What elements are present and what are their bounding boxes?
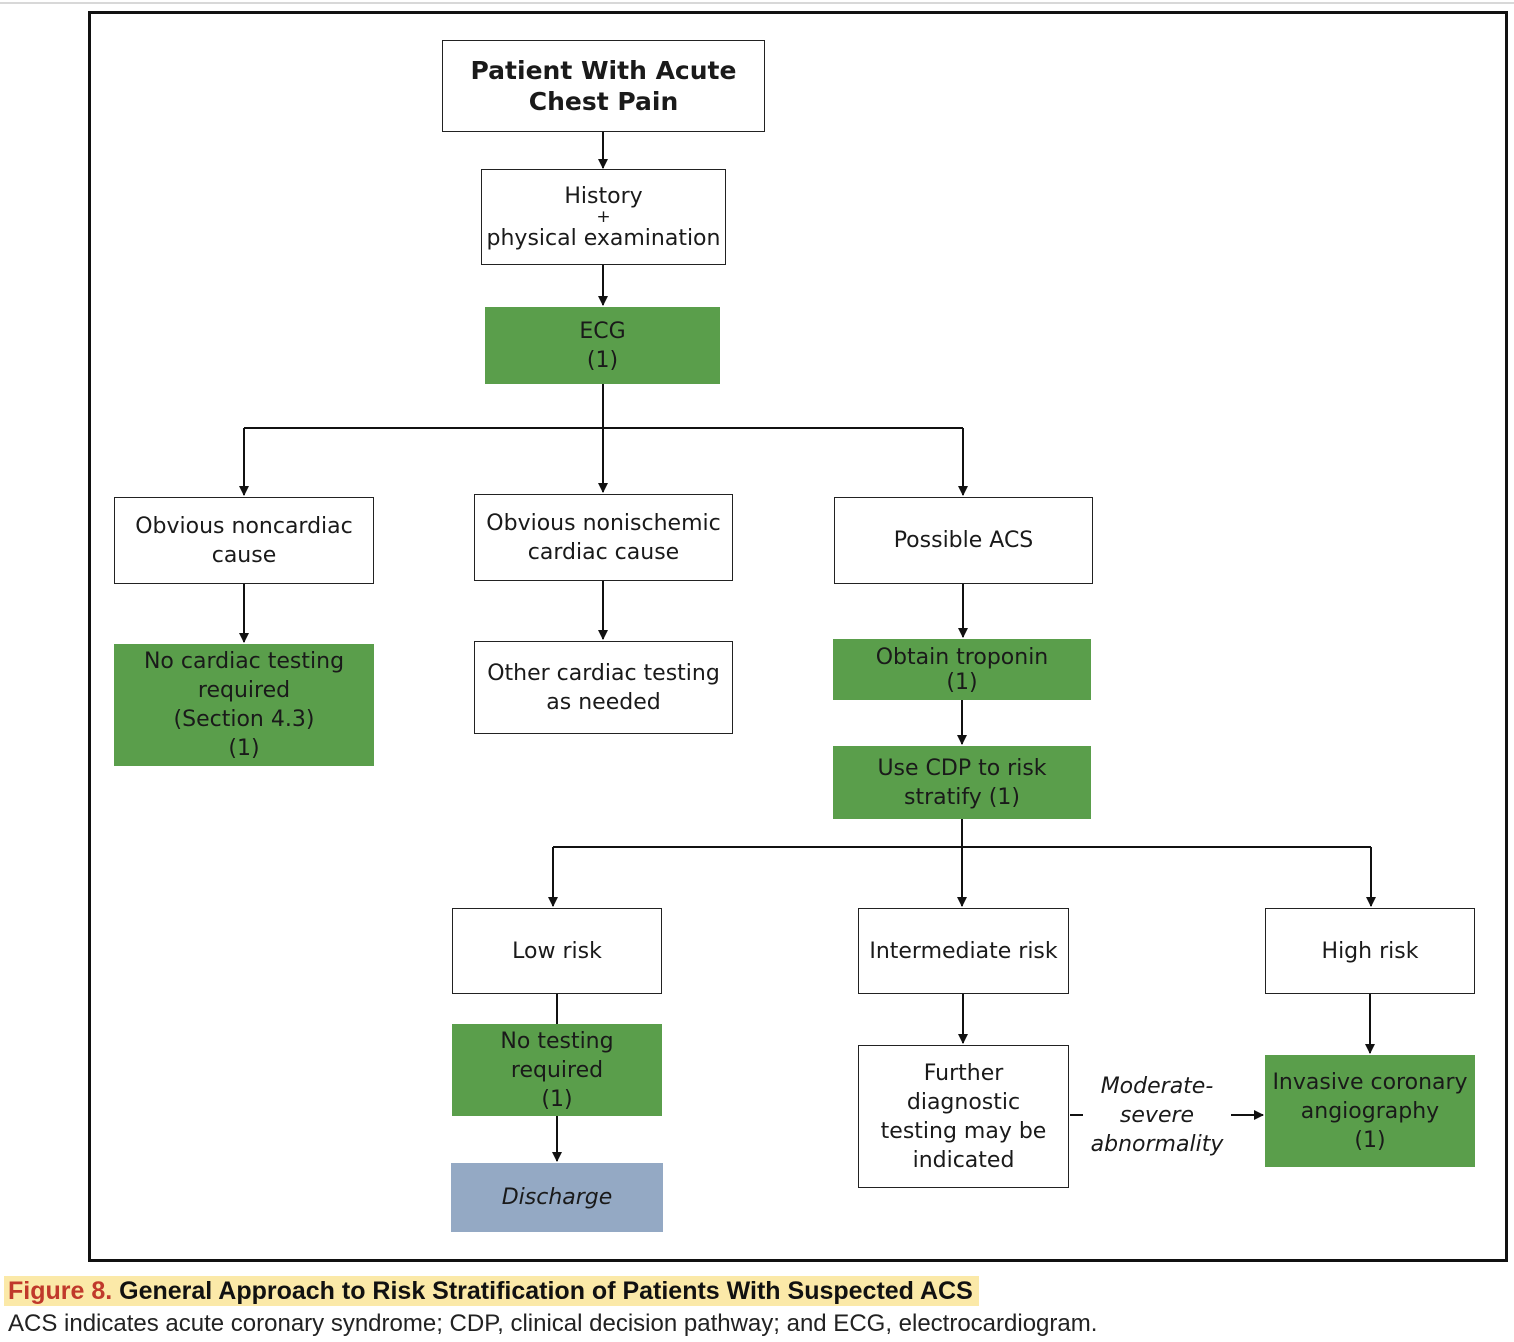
node-label-line: Patient With Acute [470,56,737,85]
node-label-line: stratify (1) [904,784,1020,810]
node-no-cardiac-testing: No cardiac testing required (Section 4.3) (… [114,644,374,766]
node-no-testing: No testing required (1) [452,1024,662,1116]
edge-label-abnormality: Moderate-severe abnormality [1081,1072,1233,1159]
node-label-line: No cardiac testing [143,649,345,674]
node-label-line: ECG [579,318,626,344]
node-noncardiac: Obvious noncardiac cause [114,497,374,584]
node-label-line: (Section 4.3) [173,707,315,732]
node-label-line: Discharge [501,1185,613,1210]
node-label-line: Further [923,1060,1004,1086]
node-label-line: High risk [1321,938,1419,964]
node-label-line: testing may be [880,1118,1047,1144]
node-label-line: angiography [1300,1098,1440,1124]
node-label-line: Obvious noncardiac [135,513,353,539]
node-nonischemic: Obvious nonischemic cardiac cause [474,494,733,581]
figure-title: General Approach to Risk Stratification … [119,1277,973,1305]
node-label-line: Intermediate risk [869,938,1058,964]
node-label-line: required [197,678,291,703]
figure-caption-title: Figure 8. General Approach to Risk Strat… [4,1276,979,1306]
node-label-line: Other cardiac testing [487,660,720,686]
node-history: History+physical examination [481,169,726,265]
node-label-line: required [510,1057,604,1083]
figure-label: Figure 8. [8,1277,113,1305]
node-label-line: No testing [500,1028,614,1054]
node-intermediate-risk: Intermediate risk [858,908,1069,994]
node-label-line: (1) [586,347,619,373]
node-label-line: cause [211,542,277,568]
node-label-line: (1) [541,1086,573,1112]
node-label-line: abnormality [1090,1132,1224,1157]
node-label-line: Possible ACS [893,528,1034,553]
node-further-testing: Further diagnostic testing may be indicated [858,1045,1069,1188]
node-label-line: Invasive coronary [1272,1069,1468,1095]
node-label-line: Chest Pain [528,87,679,116]
node-cdp: Use CDP to risk stratify (1) [833,746,1091,819]
node-label-line: severe [1119,1103,1195,1128]
node-label-line: indicated [912,1147,1015,1173]
node-ecg: ECG (1) [485,307,720,384]
node-label-line: (1) [946,669,978,695]
node-label-line: as needed [546,689,661,715]
diagram-frame [88,11,1508,1262]
node-label-line: Low risk [512,938,602,964]
figure-caption-text: ACS indicates acute coronary syndrome; C… [8,1310,1098,1337]
node-label-line: Moderate- [1100,1074,1214,1099]
node-label-line: (1) [228,736,260,761]
node-label-line: (1) [1354,1127,1386,1153]
node-label-line: physical examination [486,225,721,251]
node-troponin: Obtain troponin(1) [833,639,1091,700]
node-discharge: Discharge [451,1163,663,1232]
node-label-line: Obtain troponin [875,644,1049,670]
node-angiography: Invasive coronary angiography (1) [1265,1055,1475,1167]
node-label-line: Use CDP to risk [877,755,1047,781]
node-label-line: Obvious nonischemic [486,510,721,536]
node-label-line: diagnostic [906,1089,1021,1115]
node-high-risk: High risk [1265,908,1475,994]
node-label-line: History [564,183,643,209]
node-label-line: + [596,206,611,227]
node-low-risk: Low risk [452,908,662,994]
node-label-line: cardiac cause [527,539,680,565]
node-other-testing: Other cardiac testing as needed [474,641,733,734]
node-possible-acs: Possible ACS [834,497,1093,584]
top-rule [0,2,1514,4]
